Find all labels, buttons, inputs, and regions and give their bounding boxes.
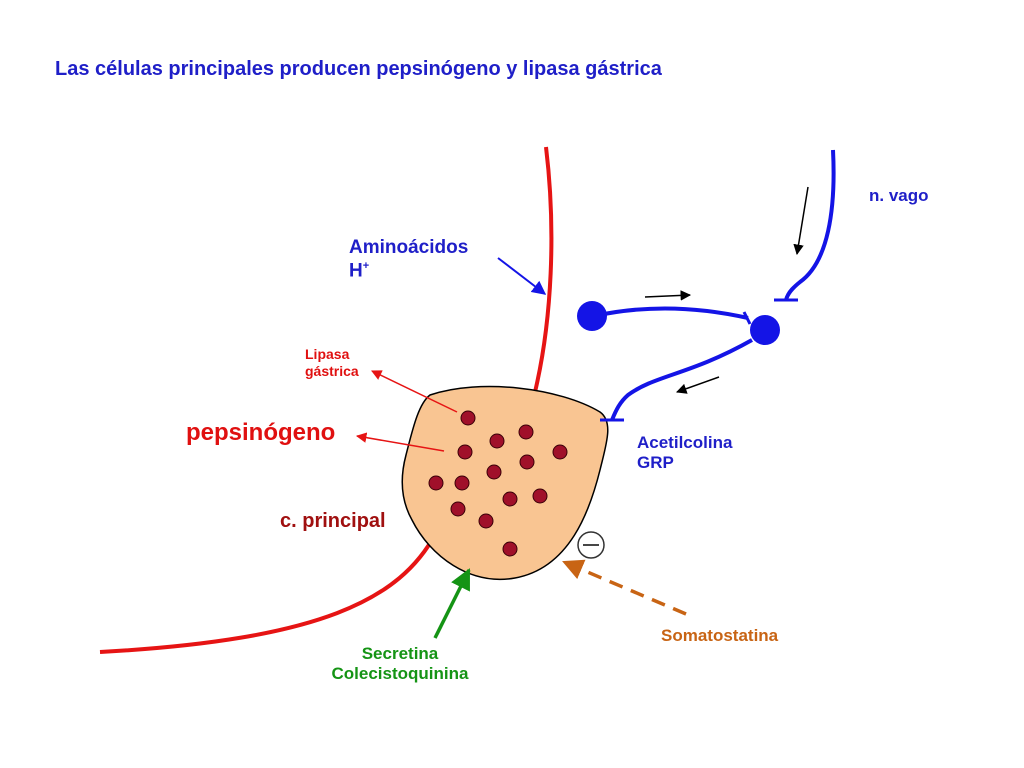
acetylcholine-label-line1: Acetilcolina xyxy=(637,433,733,452)
arrow-somatostatin-inhibition xyxy=(562,559,687,616)
chief-cell-label: c. principal xyxy=(280,510,386,532)
postganglionic-fiber xyxy=(610,338,753,421)
granule xyxy=(519,454,535,470)
hydrogen-ion-label: H+ xyxy=(349,259,370,282)
granule xyxy=(502,541,518,557)
arrow-aminoacids-stimulus xyxy=(497,257,547,295)
granule xyxy=(486,464,502,480)
aminoacids-label: Aminoácidos H+ xyxy=(349,237,468,283)
ganglion-neuron-body xyxy=(750,315,780,345)
granule xyxy=(450,501,466,517)
granule xyxy=(552,444,568,460)
minus-circle-icon xyxy=(577,531,605,559)
granule xyxy=(454,475,470,491)
granule xyxy=(428,475,444,491)
acetylcholine-label-line2: GRP xyxy=(637,453,674,473)
arrow-postganglionic-back xyxy=(676,376,720,394)
secretin-label-line1: Secretina xyxy=(361,644,439,663)
granule xyxy=(457,444,473,460)
secretin-label: Secretina Colecistoquinina xyxy=(318,644,482,685)
granule xyxy=(460,410,476,426)
granule xyxy=(478,513,494,529)
arrow-pepsinogen-secretion xyxy=(355,432,445,452)
vagus-nerve-fiber xyxy=(784,149,836,301)
chief-cell-body xyxy=(401,385,609,580)
vagus-nerve-label: n. vago xyxy=(869,186,929,205)
acetylcholine-label: Acetilcolina GRP xyxy=(637,433,732,474)
granule xyxy=(502,491,518,507)
aminoacids-label-line1: Aminoácidos xyxy=(349,237,469,258)
gland-border-upper xyxy=(533,146,554,393)
gland-border-lower xyxy=(99,532,438,654)
diagram-title: Las células principales producen pepsinó… xyxy=(55,58,662,80)
granules xyxy=(428,410,568,557)
somatostatin-label: Somatostatina xyxy=(661,626,779,645)
lipase-label: Lipasa gástrica xyxy=(305,346,359,380)
arrow-secretin-stimulus xyxy=(433,568,471,639)
lipase-label-line2: gástrica xyxy=(305,362,359,379)
secretin-label-line2: Colecistoquinina xyxy=(331,664,469,684)
arrow-vagus-descending xyxy=(793,186,809,256)
preganglionic-neuron-body xyxy=(577,301,607,331)
ganglion-synapse-cap xyxy=(742,311,752,325)
granule xyxy=(532,488,548,504)
pepsinogen-label: pepsinógeno xyxy=(186,419,336,446)
arrow-preganglionic-forward xyxy=(644,290,692,301)
granule xyxy=(518,424,534,440)
lipase-label-line1: Lipasa xyxy=(305,346,350,362)
preganglionic-fiber xyxy=(593,306,749,320)
granule xyxy=(489,433,505,449)
arrow-lipase-secretion xyxy=(371,370,458,413)
